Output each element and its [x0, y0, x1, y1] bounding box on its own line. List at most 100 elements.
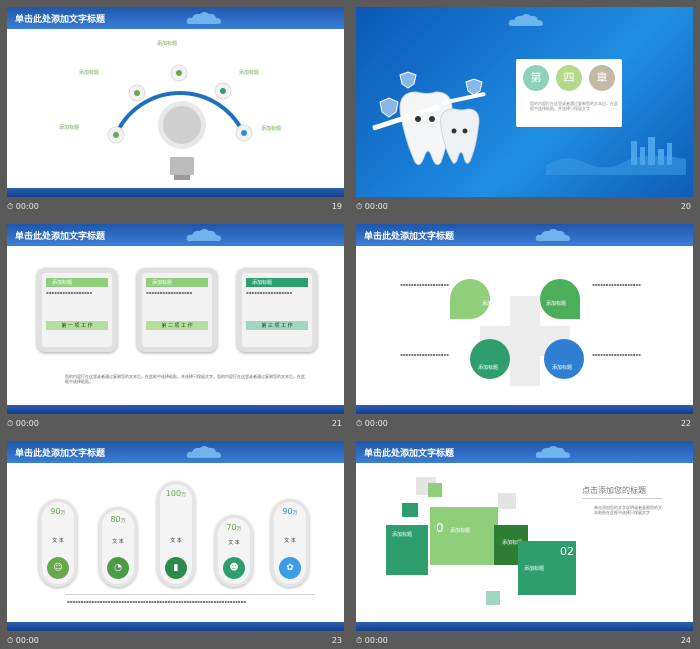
card-title: 添加标题	[46, 278, 108, 287]
time-label: ⏱ 00:00	[356, 419, 388, 428]
slide-title: 单击此处添加文字标题	[15, 449, 106, 459]
pill-text: 文 本	[52, 538, 64, 544]
cloud-icon	[535, 229, 570, 241]
body-text: ▪▪▪▪▪▪▪▪▪▪▪▪▪▪▪▪▪▪▪▪▪▪▪▪▪▪▪▪▪▪▪▪▪▪▪▪▪▪▪▪…	[67, 599, 246, 604]
time-label: ⏱ 00:00	[7, 202, 39, 211]
label-4: 添加标题	[552, 365, 573, 371]
slide-20[interactable]: 第 四 章 您的内容打在这里或者通过复制您的文本后，在此框中选择粘贴，并选择只保…	[356, 7, 693, 197]
block-teal	[386, 525, 428, 575]
label-small: 添加标题	[502, 540, 523, 546]
side-text-2: ▪▪▪▪▪▪▪▪▪▪▪▪▪▪▪▪▪▪	[592, 282, 641, 287]
slide-21-caption: ⏱ 00:00 21	[7, 416, 344, 432]
slide-number: 20	[680, 202, 691, 211]
card-title: 添加标题	[246, 278, 308, 287]
pill-value: 90万	[50, 507, 66, 516]
pill-value: 90万	[282, 507, 298, 516]
card-body: ▪▪▪▪▪▪▪▪▪▪▪▪▪▪▪▪▪	[146, 290, 193, 295]
slide-title: 单击此处添加文字标题	[364, 449, 455, 459]
slide-header: 单击此处添加文字标题	[7, 441, 344, 463]
card-title: 添加标题	[146, 278, 208, 287]
cloud-icon	[186, 446, 221, 458]
cloud-icon	[508, 14, 543, 26]
slide-title: 单击此处添加文字标题	[364, 232, 455, 242]
chapter-circle-1: 第	[523, 65, 549, 91]
slide-22[interactable]: 单击此处添加文字标题 添加标题 添加标题 添加标题 添加标题 ▪▪▪▪▪▪▪▪▪…	[356, 224, 693, 414]
pill-value: 100万	[165, 489, 187, 498]
slide-24-caption: ⏱ 00:00 24	[356, 633, 693, 649]
pill-3: 100万 文 本 ▮	[157, 481, 195, 587]
chapter-circle-2: 四	[556, 65, 582, 91]
gear-icon: ✿	[279, 557, 301, 579]
time-label: ⏱ 00:00	[356, 202, 388, 211]
pill-5: 90万 文 本 ✿	[271, 499, 309, 587]
card-body: ▪▪▪▪▪▪▪▪▪▪▪▪▪▪▪▪▪	[246, 290, 293, 295]
side-text-4: ▪▪▪▪▪▪▪▪▪▪▪▪▪▪▪▪▪▪	[592, 352, 641, 357]
slide-20-caption: ⏱ 00:00 20	[356, 199, 693, 215]
label-left: 添加标题	[392, 532, 413, 538]
side-text-3: ▪▪▪▪▪▪▪▪▪▪▪▪▪▪▪▪▪▪	[400, 352, 449, 357]
slide-footer-bar	[356, 622, 693, 631]
cloud-icon	[186, 12, 221, 24]
slide-23[interactable]: 单击此处添加文字标题 90万 文 本 ☺ 80万 文 本 ◔ 100万 文 本 …	[7, 441, 344, 631]
label-2: 添加标题	[546, 301, 567, 307]
slide-19[interactable]: 单击此处添加文字标题 添加标题 添加标题 添加标题 添加标题 添加标题	[7, 7, 344, 197]
cloud-icon	[186, 229, 221, 241]
pill-4: 70万 文 本 ☻	[215, 515, 253, 587]
pill-text: 文 本	[284, 538, 296, 544]
right-text: 单击添加您的文字说明或者复制您的文本粘贴在此框中选择只保留文字	[594, 505, 662, 515]
card-2: 添加标题 ▪▪▪▪▪▪▪▪▪▪▪▪▪▪▪▪▪ 第 二 项 工 作	[137, 268, 217, 352]
slide-header: 单击此处添加文字标题	[7, 7, 344, 29]
label-big: 添加标题	[524, 566, 545, 572]
card-work: 第 三 项 工 作	[246, 321, 308, 330]
time-label: ⏱ 00:00	[356, 636, 388, 645]
cross-diagram	[450, 279, 584, 386]
slide-24[interactable]: 单击此处添加文字标题 0 添加标题 添加标题 添加标题 02 添加标题 点击添加…	[356, 441, 693, 631]
pie-icon: ◔	[107, 557, 129, 579]
slide-footer-bar	[7, 405, 344, 414]
arc-diagram	[107, 64, 253, 180]
slide-number: 23	[331, 636, 342, 645]
pill-value: 80万	[110, 515, 126, 524]
card-1: 添加标题 ▪▪▪▪▪▪▪▪▪▪▪▪▪▪▪▪▪ 第 一 项 工 作	[37, 268, 117, 352]
pill-value: 70万	[226, 523, 242, 532]
block-big-teal	[518, 541, 576, 595]
slide-title: 单击此处添加文字标题	[15, 15, 106, 25]
slide-number: 21	[331, 419, 342, 428]
label-1: 添加标题	[59, 125, 80, 131]
card-body: ▪▪▪▪▪▪▪▪▪▪▪▪▪▪▪▪▪	[46, 290, 93, 295]
body-text: 您的内容打在这里或者通过复制您的文本后，在此框中选择粘贴，并选择只保留文字。您的…	[65, 374, 305, 384]
tooth-mascot-illustration	[372, 71, 486, 166]
label-center: 添加标题	[450, 528, 471, 534]
pill-2: 80万 文 本 ◔	[99, 507, 137, 587]
slide-footer-bar	[356, 405, 693, 414]
cloud-icon	[535, 446, 570, 458]
small-num: 0	[436, 521, 444, 535]
label-3: 添加标题	[157, 41, 178, 47]
slide-header: 单击此处添加文字标题	[356, 224, 693, 246]
heading-line	[582, 498, 662, 499]
city-skyline-illustration	[546, 137, 686, 175]
user-icon: ☺	[47, 557, 69, 579]
block-green-large	[430, 507, 498, 565]
pill-text: 文 本	[170, 538, 182, 544]
divider-line	[65, 594, 315, 595]
bar-chart-icon: ▮	[165, 557, 187, 579]
slide-footer-bar	[7, 622, 344, 631]
card-work: 第 一 项 工 作	[46, 321, 108, 330]
pill-text: 文 本	[228, 540, 240, 546]
label-2: 添加标题	[79, 70, 100, 76]
chapter-circle-3: 章	[589, 65, 615, 91]
slide-header: 单击此处添加文字标题	[356, 441, 693, 463]
slide-21[interactable]: 单击此处添加文字标题 添加标题 ▪▪▪▪▪▪▪▪▪▪▪▪▪▪▪▪▪ 第 一 项 …	[7, 224, 344, 414]
slide-number: 22	[680, 419, 691, 428]
pill-text: 文 本	[112, 539, 124, 545]
slide-footer-bar	[7, 188, 344, 197]
time-label: ⏱ 00:00	[7, 636, 39, 645]
slide-title: 单击此处添加文字标题	[15, 232, 106, 242]
slide-22-caption: ⏱ 00:00 22	[356, 416, 693, 432]
time-label: ⏱ 00:00	[7, 419, 39, 428]
slide-19-caption: ⏱ 00:00 19	[7, 199, 344, 215]
big-num: 02	[560, 545, 574, 558]
card-work: 第 二 项 工 作	[146, 321, 208, 330]
label-3: 添加标题	[478, 365, 499, 371]
